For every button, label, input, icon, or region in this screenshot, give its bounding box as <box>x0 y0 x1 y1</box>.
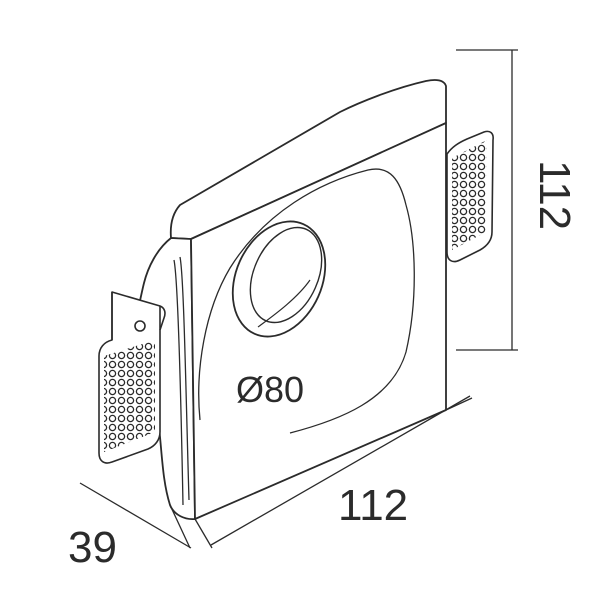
dimension-lines <box>79 49 518 549</box>
width-dimension-label: 112 <box>338 481 408 530</box>
right-mounting-bracket <box>446 130 494 263</box>
left-mounting-bracket <box>98 291 166 464</box>
depth-dimension-label: 39 <box>68 523 117 572</box>
height-dimension-label: 112 <box>530 160 579 230</box>
diameter-label: Ø80 <box>236 369 304 410</box>
lamp-hole <box>231 220 327 338</box>
